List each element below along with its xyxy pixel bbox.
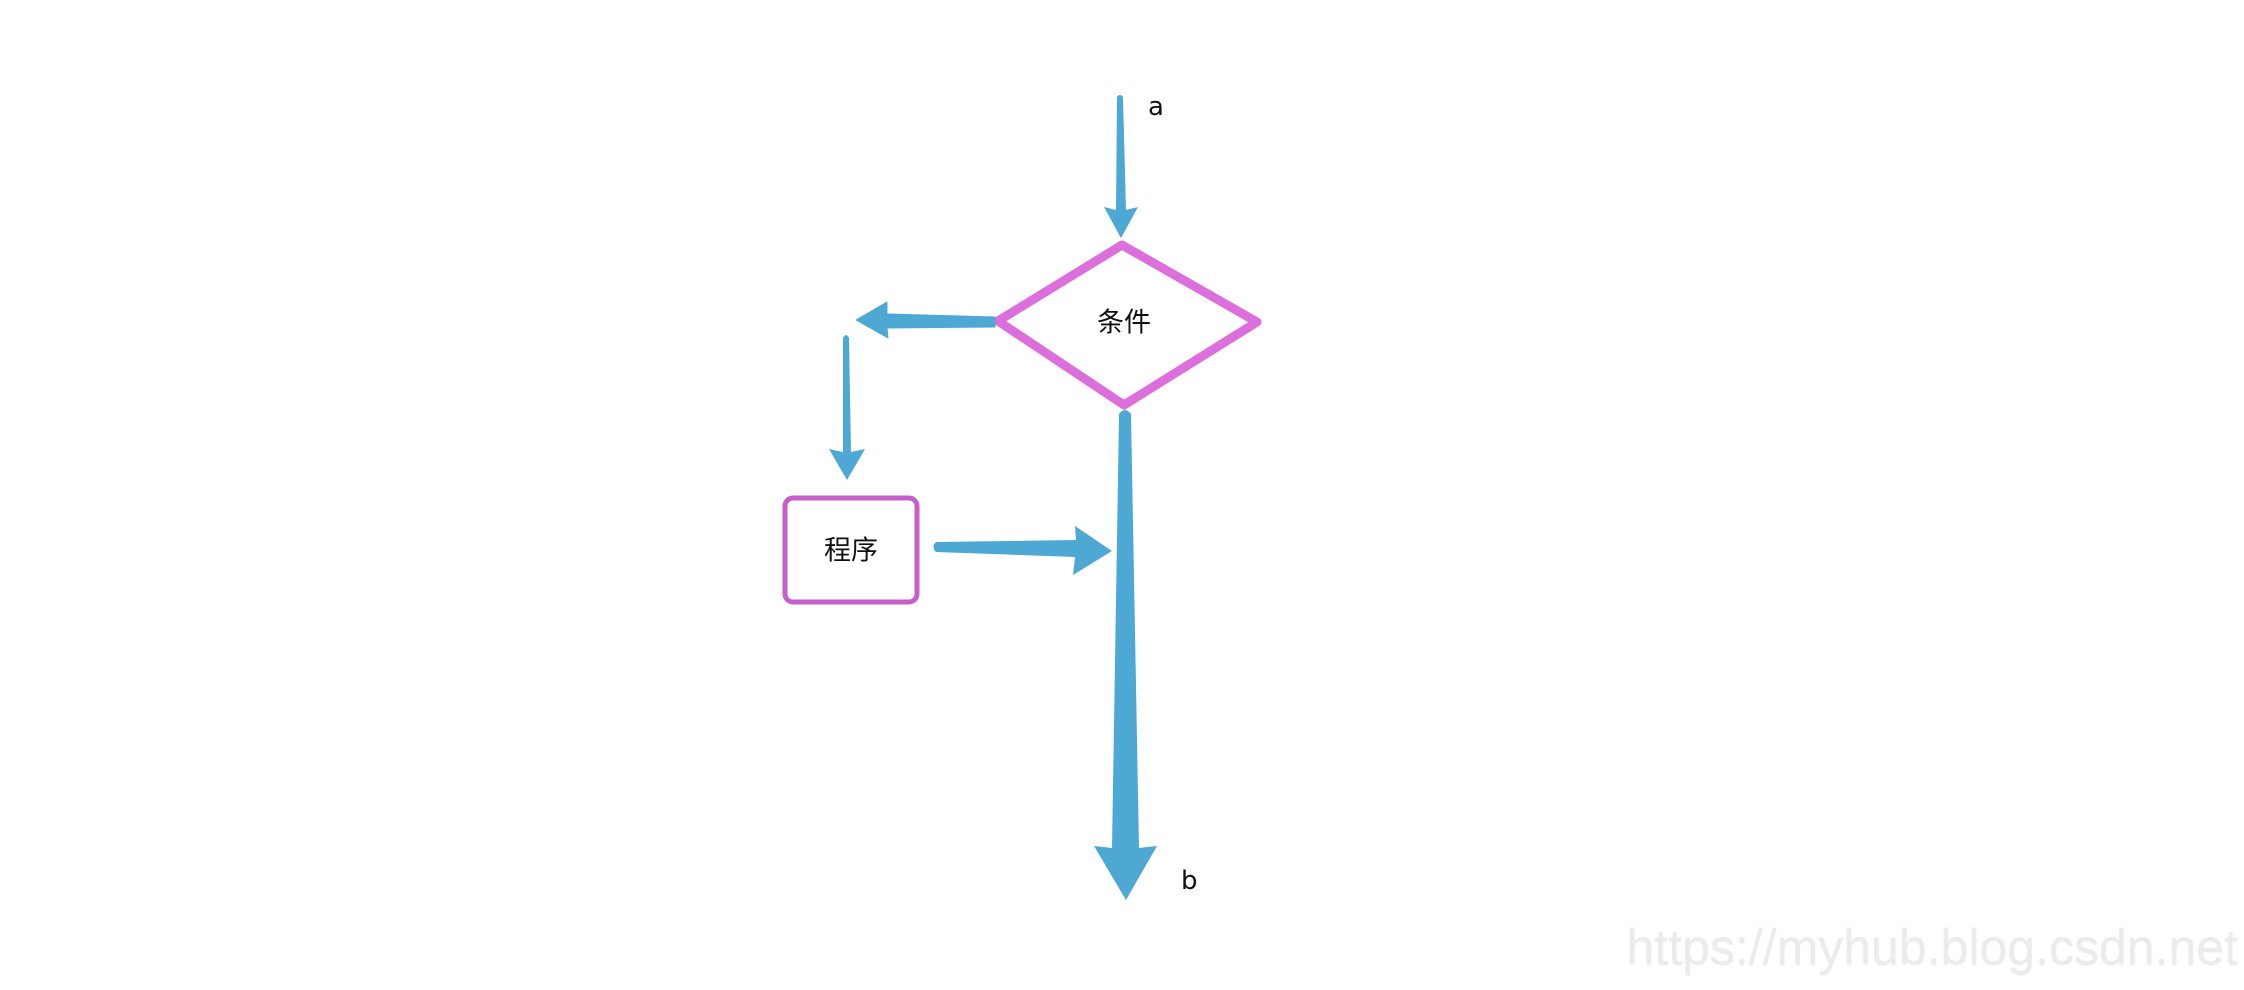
condition-diamond[interactable] — [993, 240, 1262, 410]
main-exit-arrow — [1094, 410, 1157, 900]
exit-label: b — [1181, 866, 1198, 896]
condition-label: 条件 — [1097, 307, 1151, 339]
entry-label: a — [1148, 92, 1164, 122]
program-box[interactable] — [782, 495, 920, 605]
program-label: 程序 — [824, 535, 878, 567]
down-to-program-arrow — [829, 335, 865, 480]
program-return-arrow — [933, 526, 1112, 575]
entry-arrow — [1104, 95, 1138, 238]
left-branch-arrow — [855, 301, 996, 339]
watermark: https://myhub.blog.csdn.net — [1626, 919, 2238, 975]
